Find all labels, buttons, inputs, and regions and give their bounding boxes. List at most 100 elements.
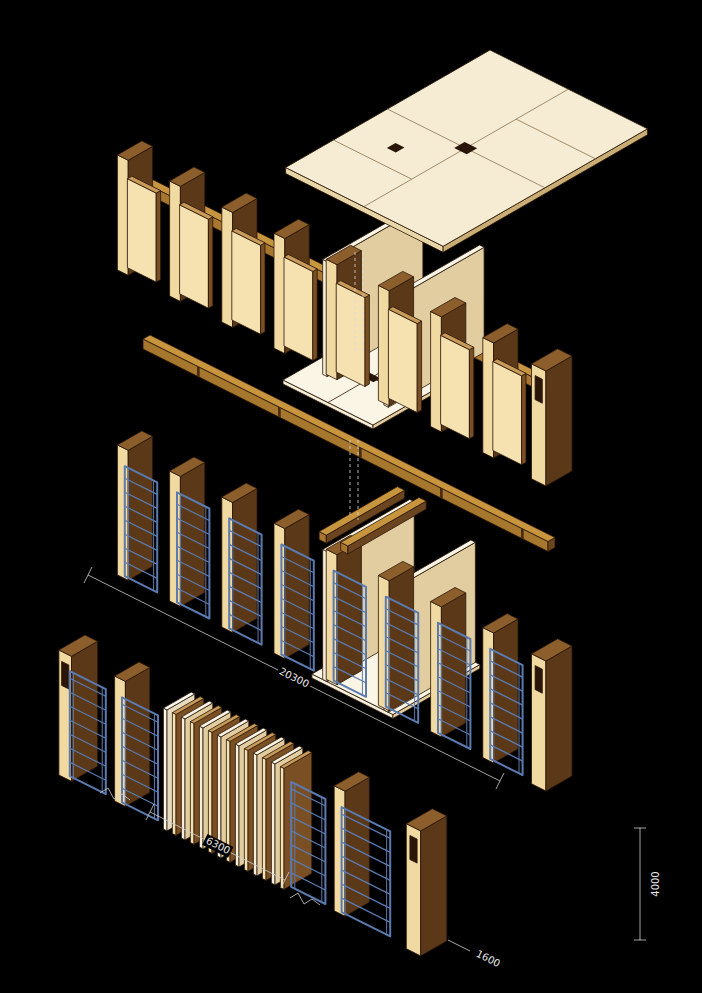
- ladder-stile: [321, 797, 322, 902]
- wall-post: [326, 549, 337, 684]
- roof-joint: [387, 109, 545, 188]
- thin-panel: [190, 722, 194, 845]
- end-post: [532, 349, 573, 371]
- ladder-rung: [177, 546, 209, 562]
- wall-panel: [417, 321, 421, 413]
- assembly-guide: [355, 252, 356, 352]
- thin-panel: [271, 762, 275, 885]
- ladder-rung: [334, 653, 366, 669]
- dimension-label: 4000: [650, 869, 662, 898]
- ladder-stile: [102, 687, 103, 792]
- wall-post: [117, 155, 128, 275]
- ladder-stile: [362, 585, 363, 695]
- wall-post: [334, 786, 345, 916]
- thin-panel: [199, 726, 203, 849]
- ladder-rung: [281, 627, 313, 643]
- ladder-rung: [438, 635, 470, 651]
- ladder-stile: [125, 699, 126, 804]
- wall-post: [326, 259, 337, 379]
- thin-panel: [280, 751, 311, 769]
- wall-post: [222, 497, 233, 632]
- ladder-rung: [438, 663, 470, 679]
- wall-post: [483, 614, 518, 633]
- ladder-stile: [180, 494, 181, 604]
- wall-post: [483, 338, 494, 458]
- wall-post: [326, 245, 361, 264]
- ladder-stile: [285, 546, 286, 656]
- wall-post: [378, 575, 389, 710]
- ladder-stile: [519, 663, 520, 773]
- ladder-rung: [386, 623, 418, 639]
- wall-post: [125, 667, 149, 806]
- wall-post: [431, 298, 466, 317]
- wall-post: [431, 312, 442, 432]
- ladder-rung: [177, 532, 209, 548]
- wall-post: [431, 588, 466, 607]
- ladder-rung: [342, 828, 391, 852]
- ladder-rung: [229, 572, 261, 588]
- ladder-stile: [128, 468, 129, 578]
- wall-panel: [388, 307, 421, 324]
- wall-post: [170, 457, 205, 476]
- ladder-rung: [386, 637, 418, 653]
- ladder-rung: [438, 677, 470, 693]
- wall-post: [117, 141, 152, 160]
- break-line: [100, 788, 130, 800]
- wall-post: [115, 676, 126, 806]
- wall-post: [378, 561, 413, 580]
- wall-post: [441, 593, 465, 737]
- ladder-rung: [291, 873, 325, 890]
- end-post: [546, 646, 572, 791]
- wall-post: [115, 662, 150, 681]
- roof-slab: [286, 50, 648, 246]
- ladder-rung: [281, 613, 313, 629]
- ladder-rung: [177, 588, 209, 604]
- wall-post: [170, 471, 181, 606]
- ladder-rung: [122, 718, 158, 736]
- ladder-rung: [125, 534, 157, 550]
- ladder-stile: [414, 611, 415, 721]
- ladder-rung: [70, 734, 106, 752]
- ladder-frame: [177, 492, 209, 618]
- thin-panel: [235, 744, 239, 867]
- wall-panel: [522, 373, 526, 465]
- wall-post: [180, 462, 204, 606]
- end-post: [532, 364, 546, 486]
- break-line: [290, 893, 320, 905]
- ladder-stile: [310, 559, 311, 669]
- dimension-tick: [281, 872, 289, 888]
- ladder-rung: [386, 679, 418, 695]
- thin-panel: [163, 708, 167, 831]
- assembly-guide: [363, 252, 364, 352]
- wall-post: [274, 523, 285, 658]
- ladder-rung: [281, 641, 313, 657]
- ladder-rung: [490, 745, 522, 761]
- ladder-rung: [342, 884, 391, 908]
- ladder-rung: [281, 585, 313, 601]
- ladder-stile: [493, 651, 494, 761]
- wall-post: [233, 489, 257, 633]
- wall-panel: [388, 309, 417, 412]
- ladder-rung: [386, 651, 418, 667]
- wall-post: [274, 509, 309, 528]
- ladder-rung: [177, 560, 209, 576]
- assembly-guide: [358, 440, 359, 520]
- ladder-rung: [334, 611, 366, 627]
- ladder-rung: [229, 530, 261, 546]
- dimension-line: [640, 828, 641, 940]
- ladder-rung: [122, 774, 158, 792]
- dimension-label: 1600: [472, 947, 504, 971]
- ladder-rung: [342, 898, 391, 922]
- assembly-guide: [350, 440, 351, 515]
- wall-post: [483, 324, 518, 343]
- wall-panel: [180, 205, 209, 308]
- thin-panel: [172, 713, 176, 836]
- ladder-frame: [70, 671, 106, 794]
- dimension-tick: [634, 940, 646, 941]
- wall-panel: [180, 202, 213, 219]
- wall-post: [222, 193, 257, 212]
- dimension-line: [448, 940, 470, 951]
- ladder-rung: [291, 831, 325, 848]
